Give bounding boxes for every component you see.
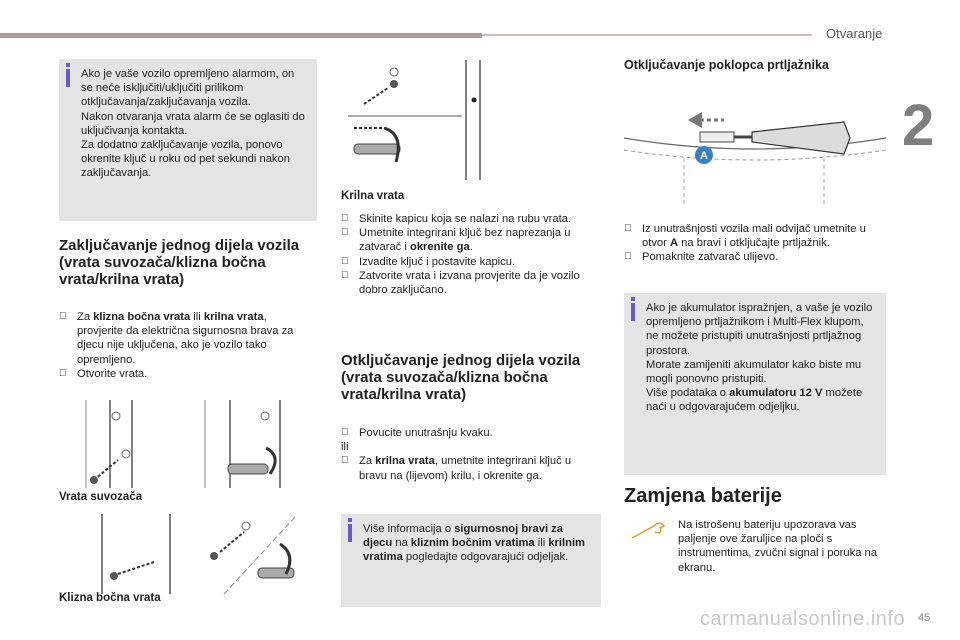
wrench-icon xyxy=(631,522,666,539)
alarm-info-box: Ako je vaše vozilo opremljeno alarmom, o… xyxy=(59,59,317,221)
info-icon xyxy=(631,297,635,321)
boot-unlock-steps: Iz unutrašnjosti vozila mali odvijač um… xyxy=(624,222,886,265)
info-icon xyxy=(348,518,352,542)
list-item: Povucite unutrašnju kvaku. xyxy=(341,426,599,440)
label-a: A xyxy=(700,150,708,162)
battery-tip-text: Na istrošenu bateriju upozorava vas palj… xyxy=(678,519,877,574)
battery-note-text: Ako je akumulator ispražnjen, a vaše je … xyxy=(646,302,873,414)
list-item: Zatvorite vrata i izvana provjerite da … xyxy=(341,269,599,297)
square-bullet-icon:  xyxy=(341,269,349,283)
header-bar xyxy=(0,33,482,38)
square-bullet-icon:  xyxy=(624,250,632,264)
header-bar-thin xyxy=(482,34,812,36)
square-bullet-icon:  xyxy=(341,226,349,240)
unlock-part-heading: Otključavanje jednog dijela vozila (vrat… xyxy=(341,352,581,403)
battery-replace-heading: Zamjena baterije xyxy=(624,485,782,507)
caption-wing-door: Krilna vrata xyxy=(341,190,405,202)
list-item: Izvadite ključ i postavite kapicu. xyxy=(341,255,599,269)
page-number: 45 xyxy=(918,612,931,624)
lock-part-steps: Za klizna bočna vrata ili krilna vrata,… xyxy=(59,310,309,381)
square-bullet-icon:  xyxy=(341,454,349,468)
list-item: Skinite kapicu koja se nalazi na rubu v… xyxy=(341,212,599,226)
watermark: carmanualsonline.info xyxy=(700,608,906,630)
list-item: ili xyxy=(341,441,349,454)
square-bullet-icon:  xyxy=(59,367,67,381)
boot-unlock-heading: Otključavanje poklopca prtljažnika xyxy=(624,58,829,72)
list-item: Umetnite integrirani ključ bez naprezan… xyxy=(341,226,599,254)
chapter-number: 2 xyxy=(902,93,935,158)
square-bullet-icon:  xyxy=(341,426,349,440)
wing-door-steps: Skinite kapicu koja se nalazi na rubu v… xyxy=(341,212,599,297)
child-lock-info-box: Više informacija o sigurnosnoj bravi za … xyxy=(341,514,601,607)
list-item: Iz unutrašnjosti vozila mali odvijač um… xyxy=(624,222,886,250)
alarm-note-text: Ako je vaše vozilo opremljeno alarmom, o… xyxy=(81,68,305,180)
list-item: Otvorite vrata. xyxy=(59,367,309,381)
square-bullet-icon:  xyxy=(59,310,67,324)
caption-passenger-door: Vrata suvozača xyxy=(59,491,143,503)
section-title: Otvaranje xyxy=(826,26,883,41)
child-lock-note-text: Više informacija o sigurnosnoj bravi za … xyxy=(363,523,585,564)
battery-info-box: Ako je akumulator ispražnjen, a vaše je … xyxy=(624,293,886,475)
info-icon xyxy=(66,63,70,87)
square-bullet-icon:  xyxy=(624,222,632,236)
unlock-part-steps: Povucite unutrašnju kvaku. ili Za kril… xyxy=(341,426,599,483)
sliding-door-illustration xyxy=(74,512,306,596)
list-item: Za klizna bočna vrata ili krilna vrata,… xyxy=(59,310,309,367)
passenger-door-illustration xyxy=(80,398,305,490)
lock-part-heading: Zaključavanje jednog dijela vozila (vrat… xyxy=(59,237,300,288)
boot-lock-illustration: A xyxy=(624,98,886,208)
list-item: Za krilna vrata, umetnite integrirani k… xyxy=(341,454,599,482)
wing-door-illustration xyxy=(344,58,494,182)
list-item: Pomaknite zatvarač ulijevo. xyxy=(624,250,886,264)
caption-sliding-door: Klizna bočna vrata xyxy=(59,592,161,604)
square-bullet-icon:  xyxy=(341,212,349,226)
square-bullet-icon:  xyxy=(341,255,349,269)
